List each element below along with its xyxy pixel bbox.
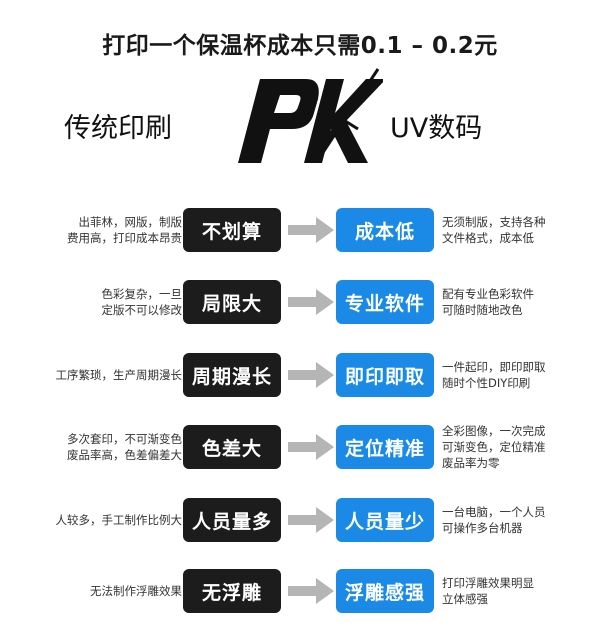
uv-description: 打印浮雕效果明显 立体感强 — [442, 576, 534, 606]
traditional-description: 出菲林，网版，制版 费用高，打印成本昂贵 — [67, 215, 182, 245]
traditional-drawback-badge: 局限大 — [183, 280, 281, 324]
arrow-right-icon — [288, 507, 334, 533]
comparison-row: 工序繁琐，生产周期漫长 周期漫长 即印即取 一件起印，即印即取 随时个性DIY印… — [0, 350, 600, 400]
uv-description: 无须制版，支持各种 文件格式，成本低 — [442, 215, 546, 245]
traditional-drawback-badge: 无浮雕 — [183, 569, 281, 613]
traditional-description: 多次套印，不可渐变色 废品率高，色差偏差大 — [67, 432, 182, 462]
arrow-right-icon — [288, 289, 334, 315]
page-title: 打印一个保温杯成本只需0.1 – 0.2元 — [102, 33, 498, 59]
comparison-row: 色彩复杂，一旦 定版不可以修改 局限大 专业软件 配有专业色彩软件 可随时随地改… — [0, 277, 600, 327]
uv-digital-label: UV数码 — [390, 113, 483, 144]
traditional-description: 工序繁琐，生产周期漫长 — [55, 368, 183, 382]
uv-advantage-badge: 即印即取 — [336, 353, 434, 397]
uv-description: 一台电脑，一个人员 可操作多台机器 — [442, 505, 546, 535]
comparison-row: 无法制作浮雕效果 无浮雕 浮雕感强 打印浮雕效果明显 立体感强 — [0, 566, 600, 616]
uv-advantage-badge: 人员量少 — [336, 498, 434, 542]
uv-advantage-badge: 定位精准 — [336, 425, 434, 469]
traditional-description: 色彩复杂，一旦 定版不可以修改 — [101, 287, 183, 317]
arrow-right-icon — [288, 434, 334, 460]
traditional-drawback-badge: 色差大 — [183, 425, 281, 469]
traditional-drawback-badge: 周期漫长 — [183, 353, 281, 397]
uv-description: 一件起印，即印即取 随时个性DIY印刷 — [442, 360, 546, 390]
traditional-printing-label: 传统印刷 — [64, 113, 172, 144]
comparison-row: 多次套印，不可渐变色 废品率高，色差偏差大 色差大 定位精准 全彩图像，一次完成… — [0, 422, 600, 472]
comparison-row: 出菲林，网版，制版 费用高，打印成本昂贵 不划算 成本低 无须制版，支持各种 文… — [0, 205, 600, 255]
arrow-right-icon — [288, 217, 334, 243]
uv-advantage-badge: 成本低 — [336, 208, 434, 252]
comparison-row: 人较多，手工制作比例大 人员量多 人员量少 一台电脑，一个人员 可操作多台机器 — [0, 495, 600, 545]
uv-description: 全彩图像，一次完成 可渐变色，定位精准 废品率为零 — [442, 424, 546, 470]
arrow-right-icon — [288, 362, 334, 388]
traditional-drawback-badge: 不划算 — [183, 208, 281, 252]
traditional-description: 人较多，手工制作比例大 — [55, 513, 183, 527]
arrow-right-icon — [288, 578, 334, 604]
traditional-description: 无法制作浮雕效果 — [90, 584, 182, 598]
uv-advantage-badge: 专业软件 — [336, 280, 434, 324]
traditional-drawback-badge: 人员量多 — [183, 498, 281, 542]
uv-description: 配有专业色彩软件 可随时随地改色 — [442, 287, 534, 317]
pk-logo — [238, 68, 383, 163]
uv-advantage-badge: 浮雕感强 — [336, 569, 434, 613]
